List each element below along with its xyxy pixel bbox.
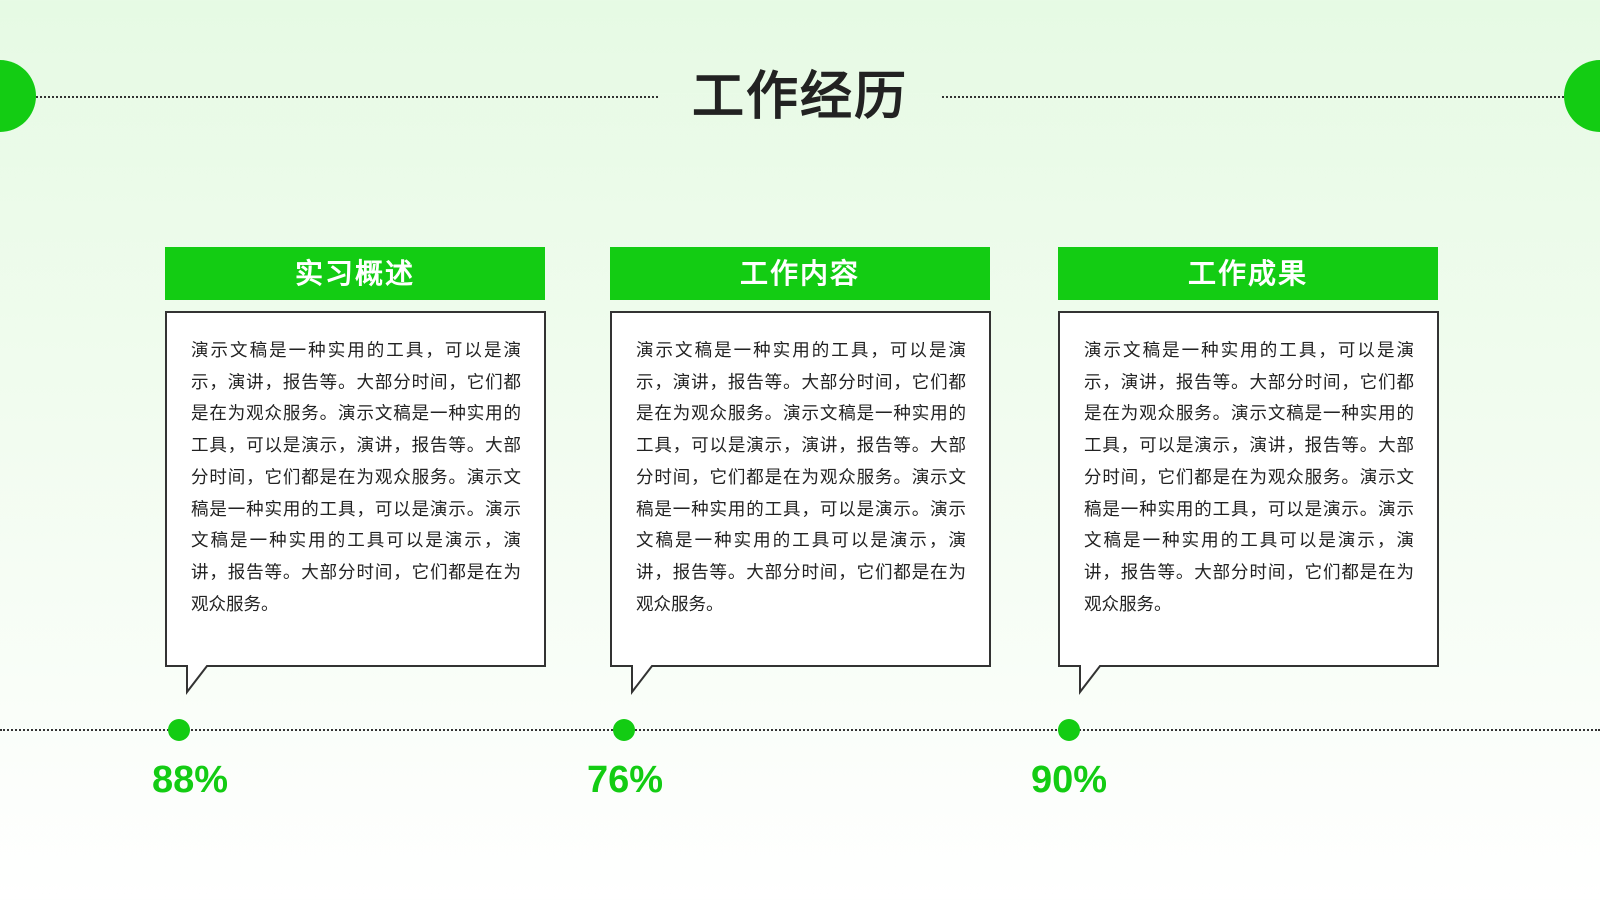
card-header-results: 工作成果 <box>1058 247 1438 300</box>
speech-bubble-frame <box>610 311 991 695</box>
card-header-content: 工作内容 <box>610 247 990 300</box>
title-left-dotted-line <box>36 96 658 98</box>
results-percentage: 90% <box>1030 759 1108 801</box>
timeline-dot <box>613 719 635 741</box>
timeline-dot <box>168 719 190 741</box>
timeline-dot <box>1058 719 1080 741</box>
speech-bubble-frame <box>1058 311 1439 695</box>
left-corner-circle <box>0 60 36 132</box>
speech-bubble-frame <box>165 311 546 695</box>
card-body-overview: 演示文稿是一种实用的工具，可以是演示，演讲，报告等。大部分时间，它们都是在为观众… <box>191 341 521 615</box>
page-title: 工作经历 <box>691 67 908 127</box>
card-header-overview: 实习概述 <box>165 247 545 300</box>
timeline-dotted-line <box>0 729 1600 731</box>
overview-percentage: 88% <box>151 759 229 801</box>
right-corner-circle <box>1564 60 1600 132</box>
content-percentage: 76% <box>586 759 664 801</box>
title-right-dotted-line <box>942 96 1564 98</box>
card-body-content: 演示文稿是一种实用的工具，可以是演示，演讲，报告等。大部分时间，它们都是在为观众… <box>636 341 966 615</box>
card-body-results: 演示文稿是一种实用的工具，可以是演示，演讲，报告等。大部分时间，它们都是在为观众… <box>1084 341 1414 615</box>
